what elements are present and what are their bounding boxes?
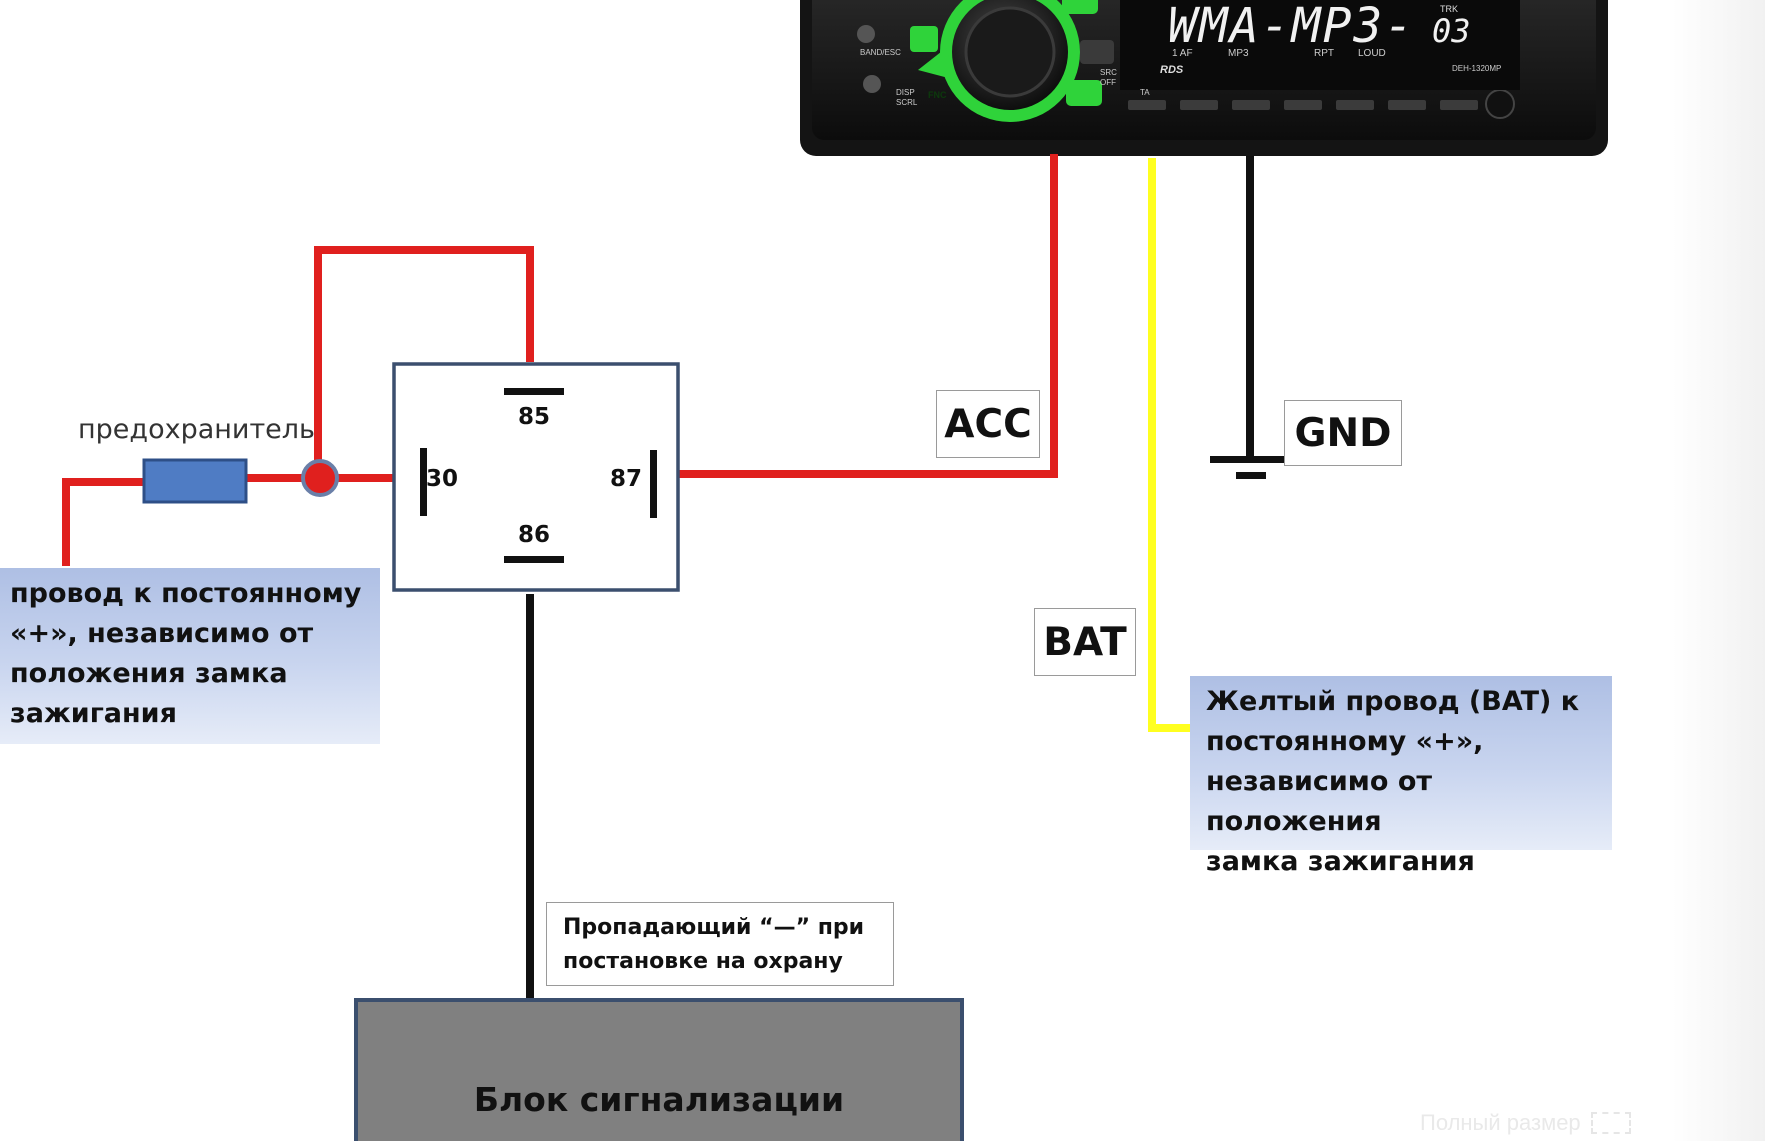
preset-keys [1128,100,1478,110]
ground-symbol-icon [1210,456,1292,479]
wire-acc [678,154,1058,478]
fuse-icon [142,458,248,504]
page-edge [1672,0,1765,1141]
full-size-link[interactable]: Полный размер [1420,1108,1720,1138]
full-size-label: Полный размер [1420,1110,1581,1135]
wire-constant-plus [62,478,146,566]
relay [392,362,680,592]
car-radio [800,0,1608,156]
wire-relay-85-feed [314,246,534,474]
alarm-block-box [354,998,964,1141]
expand-icon [1590,1112,1631,1134]
junction-node [301,459,339,497]
radio-display [1120,0,1520,90]
wire-bat [1148,158,1196,732]
